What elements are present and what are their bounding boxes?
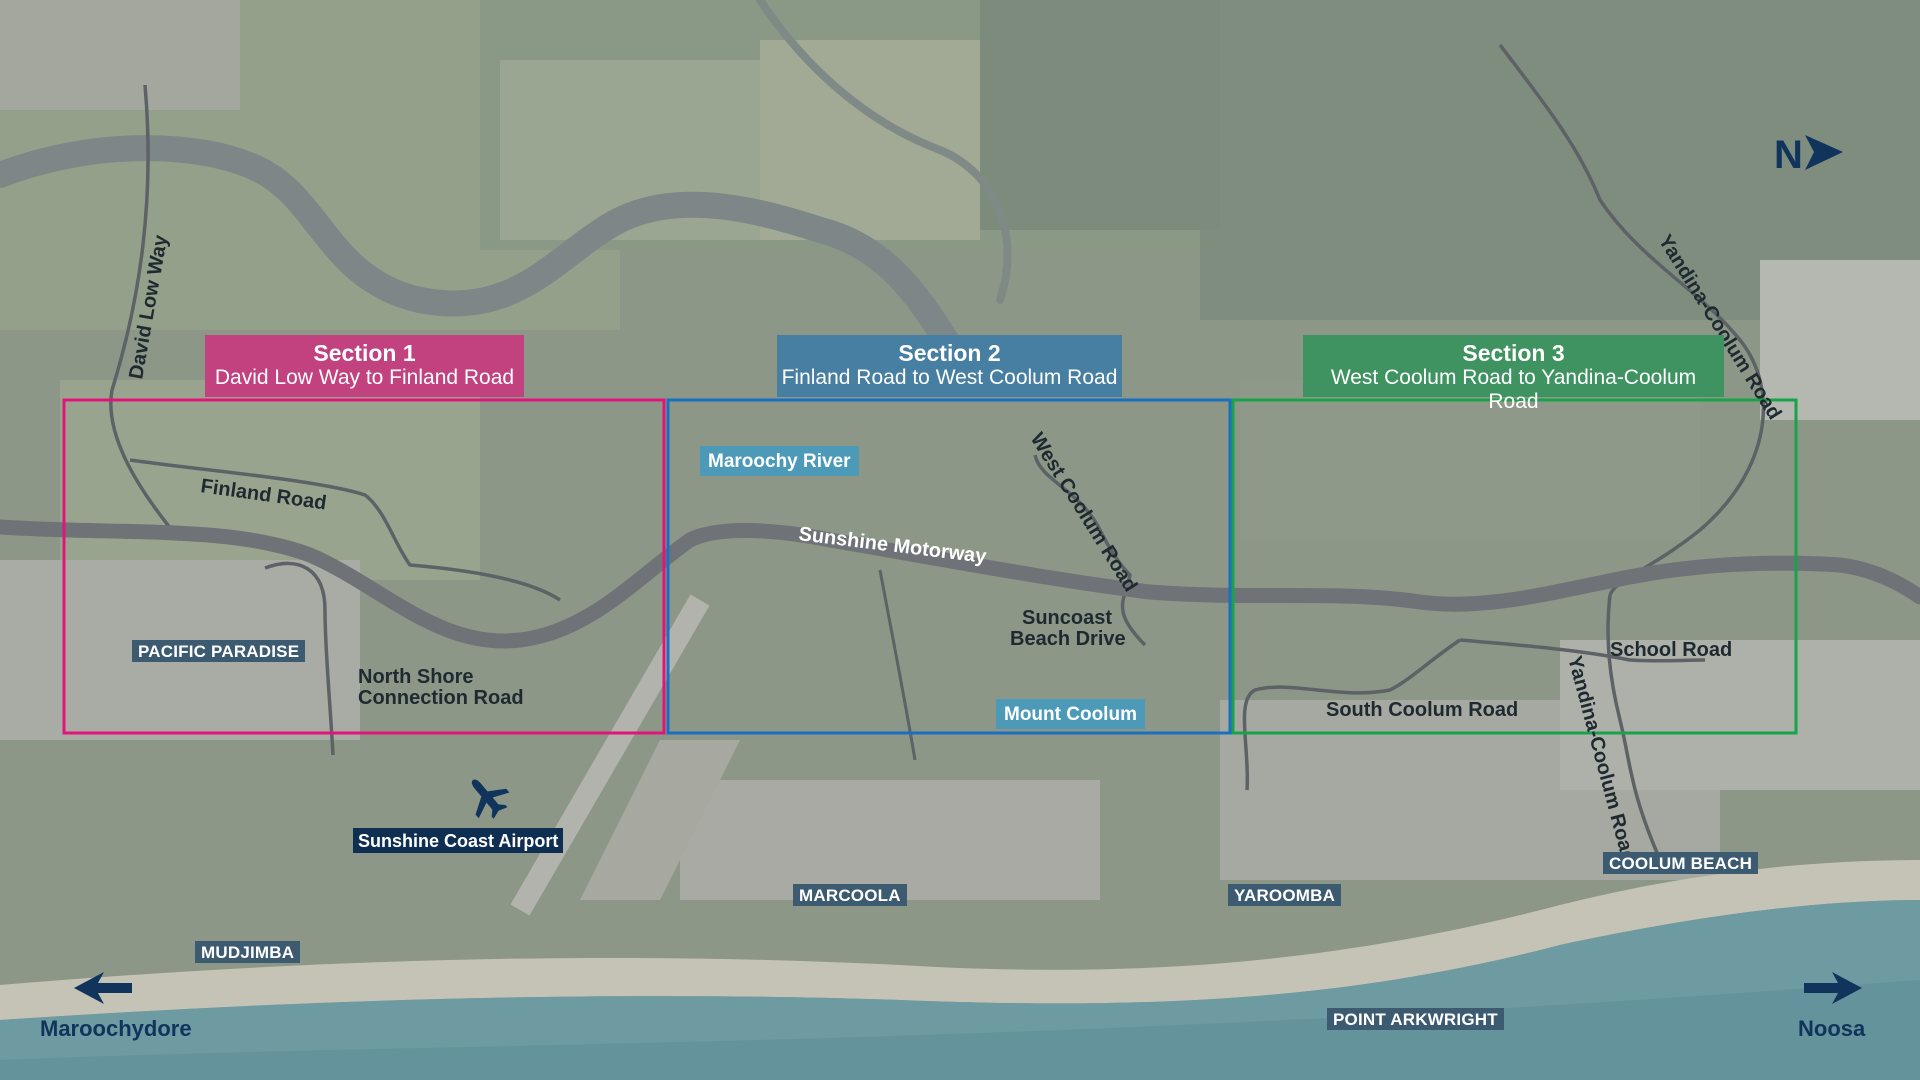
maroochy-river-label: Maroochy River bbox=[700, 446, 859, 476]
section-3-box bbox=[1231, 398, 1798, 735]
noosa-label: Noosa bbox=[1798, 1016, 1866, 1041]
section-2-box bbox=[666, 398, 1232, 735]
finland-road-road bbox=[129, 458, 561, 602]
west-coolum-road-road bbox=[1033, 454, 1147, 647]
left-arrow-icon bbox=[74, 972, 132, 1004]
yaroomba-label: YAROOMBA bbox=[1228, 884, 1342, 906]
south-coolum-road-label: South Coolum Road bbox=[1326, 699, 1518, 721]
section-3-header: Section 3 West Coolum Road to Yandina-Co… bbox=[1303, 335, 1724, 413]
north-arrow-icon: N bbox=[1774, 133, 1843, 177]
sunshine-motorway-road bbox=[0, 519, 1920, 649]
pacific-paradise-label: PACIFIC PARADISE bbox=[132, 640, 306, 662]
mount-coolum-label: Mount Coolum bbox=[996, 699, 1145, 729]
point-arkwright-label: POINT ARKWRIGHT bbox=[1327, 1008, 1504, 1030]
suncoast-beach-drive-line1: Suncoast bbox=[1022, 607, 1112, 629]
south-coolum-road-road bbox=[1242, 638, 1461, 791]
right-arrow-icon bbox=[1804, 972, 1862, 1004]
finland-road-label: Finland Road bbox=[199, 475, 328, 514]
david-low-way-road bbox=[109, 84, 182, 542]
svg-text:N: N bbox=[1774, 133, 1803, 177]
airport-access-road bbox=[878, 569, 917, 761]
coolum-beach-label: COOLUM BEACH bbox=[1603, 852, 1759, 874]
marcoola-label: MARCOOLA bbox=[793, 884, 907, 906]
section-2-header: Section 2 Finland Road to West Coolum Ro… bbox=[777, 335, 1122, 397]
yandina-coolum-road-south bbox=[1606, 594, 1660, 856]
section-1-title: Section 1 bbox=[313, 340, 416, 366]
section-1-header: Section 1 David Low Way to Finland Road bbox=[205, 335, 524, 397]
sunshine-coast-airport-label: Sunshine Coast Airport bbox=[353, 828, 564, 853]
section-2-subtitle: Finland Road to West Coolum Road bbox=[781, 366, 1118, 389]
maroochydore-label: Maroochydore bbox=[40, 1016, 192, 1041]
school-road-label: School Road bbox=[1610, 639, 1732, 661]
north-shore-line1: North Shore bbox=[358, 666, 474, 688]
mudjimba-label: MUDJIMBA bbox=[195, 941, 301, 963]
sunshine-motorway-label: Sunshine Motorway bbox=[797, 523, 988, 568]
airplane-icon bbox=[471, 779, 510, 819]
section-2-title: Section 2 bbox=[898, 340, 1001, 366]
school-road-road bbox=[1459, 638, 1706, 663]
yandina-coolum-road-north bbox=[1498, 43, 1766, 596]
section-1-subtitle: David Low Way to Finland Road bbox=[214, 366, 515, 389]
suncoast-beach-drive-line2: Beach Drive bbox=[1010, 628, 1126, 650]
section-1-box bbox=[62, 398, 666, 735]
north-shore-line2: Connection Road bbox=[358, 687, 524, 709]
section-3-title: Section 3 bbox=[1462, 340, 1565, 366]
section-3-subtitle: West Coolum Road to Yandina-Coolum Road bbox=[1330, 366, 1697, 413]
north-shore-connection-road-road bbox=[264, 561, 335, 756]
